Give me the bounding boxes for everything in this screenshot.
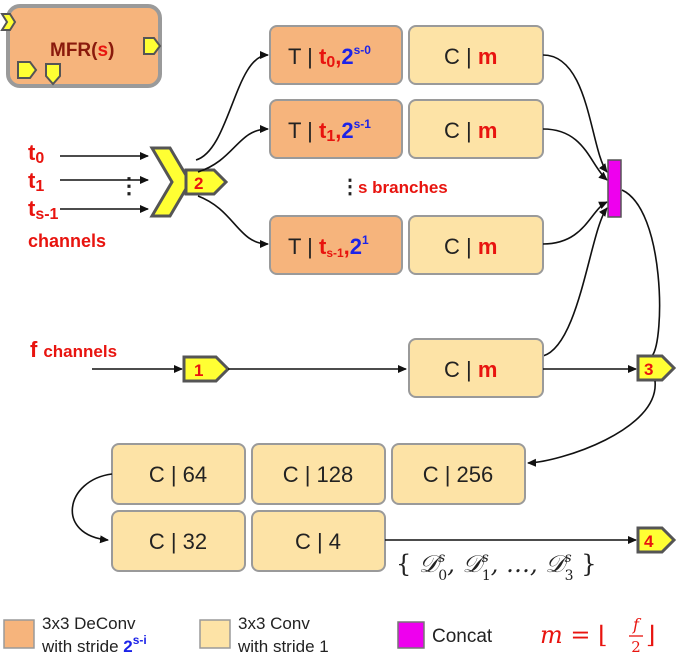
tail-stack: C | 64 C | 128 C | 256 C | 32 C | 4 bbox=[111, 443, 526, 572]
legend: 3x3 DeConv with stride 2s-i 3x3 Conv wit… bbox=[3, 614, 655, 656]
mfr-module-icon: MFR(s) bbox=[0, 4, 162, 88]
legend-conv-line2: with stride 1 bbox=[237, 637, 329, 656]
curve-c64-to-c32 bbox=[71, 473, 113, 544]
port-2-icon bbox=[184, 168, 229, 196]
input-t0-label: t0 bbox=[28, 140, 44, 167]
branch-0: T | t0,2s-0 C | m bbox=[269, 25, 544, 85]
tail-c32-box bbox=[111, 510, 246, 572]
mfr-bottom-port-icon bbox=[45, 63, 61, 86]
tail-c128-label: C | 128 bbox=[283, 462, 354, 487]
port-4-icon bbox=[636, 526, 677, 554]
branch-0-conv-label: C | m bbox=[444, 44, 497, 69]
input-t1-label: t1 bbox=[28, 168, 44, 195]
mfr-module-title: MFR(s) bbox=[50, 40, 114, 61]
mfr-output-port-icon bbox=[143, 37, 162, 55]
curve-branch-2-to-concat bbox=[542, 201, 608, 245]
port-4-label: 4 bbox=[644, 532, 654, 551]
tail-c256-label: C | 256 bbox=[423, 462, 494, 487]
tail-c256-box bbox=[391, 443, 526, 505]
merge-chevron-icon bbox=[149, 146, 192, 218]
port-3-icon bbox=[636, 354, 677, 382]
input-ts1-label: ts-1 bbox=[28, 196, 59, 223]
curve-to-branch-0 bbox=[195, 51, 269, 161]
branch-1-deconv-label: T | t1,2s-1 bbox=[288, 117, 371, 145]
legend-deconv-line2: with stride 2s-i bbox=[41, 633, 147, 656]
branch-1-deconv-box bbox=[269, 99, 403, 159]
f-conv-label: C | m bbox=[444, 357, 497, 382]
curve-branch-1-to-concat bbox=[542, 128, 608, 181]
port-1-icon bbox=[182, 355, 231, 383]
legend-concat-label: Concat bbox=[432, 626, 493, 647]
port-2-label: 2 bbox=[194, 174, 203, 193]
curve-port-3-to-tail bbox=[527, 380, 656, 467]
tail-c32-label: C | 32 bbox=[149, 529, 207, 554]
mfr-side-port-icon bbox=[17, 61, 38, 79]
legend-m-formula: m = ⌊ bbox=[540, 621, 608, 649]
curve-branch-0-to-concat bbox=[542, 54, 608, 173]
input-dots: ⋮ bbox=[118, 173, 140, 198]
input-labels: t0 t1 ⋮ ts-1 channels bbox=[28, 140, 140, 251]
legend-frac-den: 2 bbox=[631, 638, 641, 656]
legend-frac-num: f bbox=[632, 615, 642, 634]
branch-s-1-deconv-label: T | ts-1,21 bbox=[288, 233, 369, 260]
tail-c4-label: C | 4 bbox=[295, 529, 341, 554]
legend-deconv-swatch bbox=[3, 619, 35, 649]
port-1-label: 1 bbox=[194, 361, 203, 380]
legend-floor-right: ⌋ bbox=[646, 621, 655, 649]
branch-1: T | t1,2s-1 C | m bbox=[269, 99, 544, 159]
branch-note: s branches bbox=[358, 178, 448, 197]
branch-dots: ⋮ bbox=[340, 176, 360, 198]
curve-concat-to-port-3 bbox=[621, 189, 661, 357]
branch-s-1-conv-label: C | m bbox=[444, 234, 497, 259]
curve-to-branch-2 bbox=[197, 195, 269, 248]
branch-1-conv-label: C | m bbox=[444, 118, 497, 143]
legend-deconv-line1: 3x3 DeConv bbox=[42, 614, 136, 633]
legend-conv-line1: 3x3 Conv bbox=[238, 614, 310, 633]
mfr-input-chevron-icon bbox=[0, 13, 17, 31]
curve-f-conv-to-concat bbox=[542, 207, 608, 357]
branch-s-1: T | ts-1,21 C | m bbox=[269, 215, 544, 275]
branch-s-1-deconv-box bbox=[269, 215, 403, 275]
curve-to-branch-1 bbox=[197, 125, 269, 173]
tail-c128-box bbox=[251, 443, 386, 505]
port-3-label: 3 bbox=[644, 360, 653, 379]
concat-block bbox=[607, 159, 622, 218]
tail-c64-label: C | 64 bbox=[149, 462, 207, 487]
branch-s-1-conv-box bbox=[408, 215, 544, 275]
legend-concat-swatch bbox=[397, 621, 425, 649]
f-conv-box bbox=[408, 338, 544, 398]
input-channels-label: channels bbox=[28, 231, 106, 251]
branch-0-deconv-label: T | t0,2s-0 bbox=[288, 43, 371, 71]
legend-conv-swatch bbox=[199, 619, 231, 649]
tail-c4-box bbox=[251, 510, 386, 572]
branch-0-deconv-box bbox=[269, 25, 403, 85]
